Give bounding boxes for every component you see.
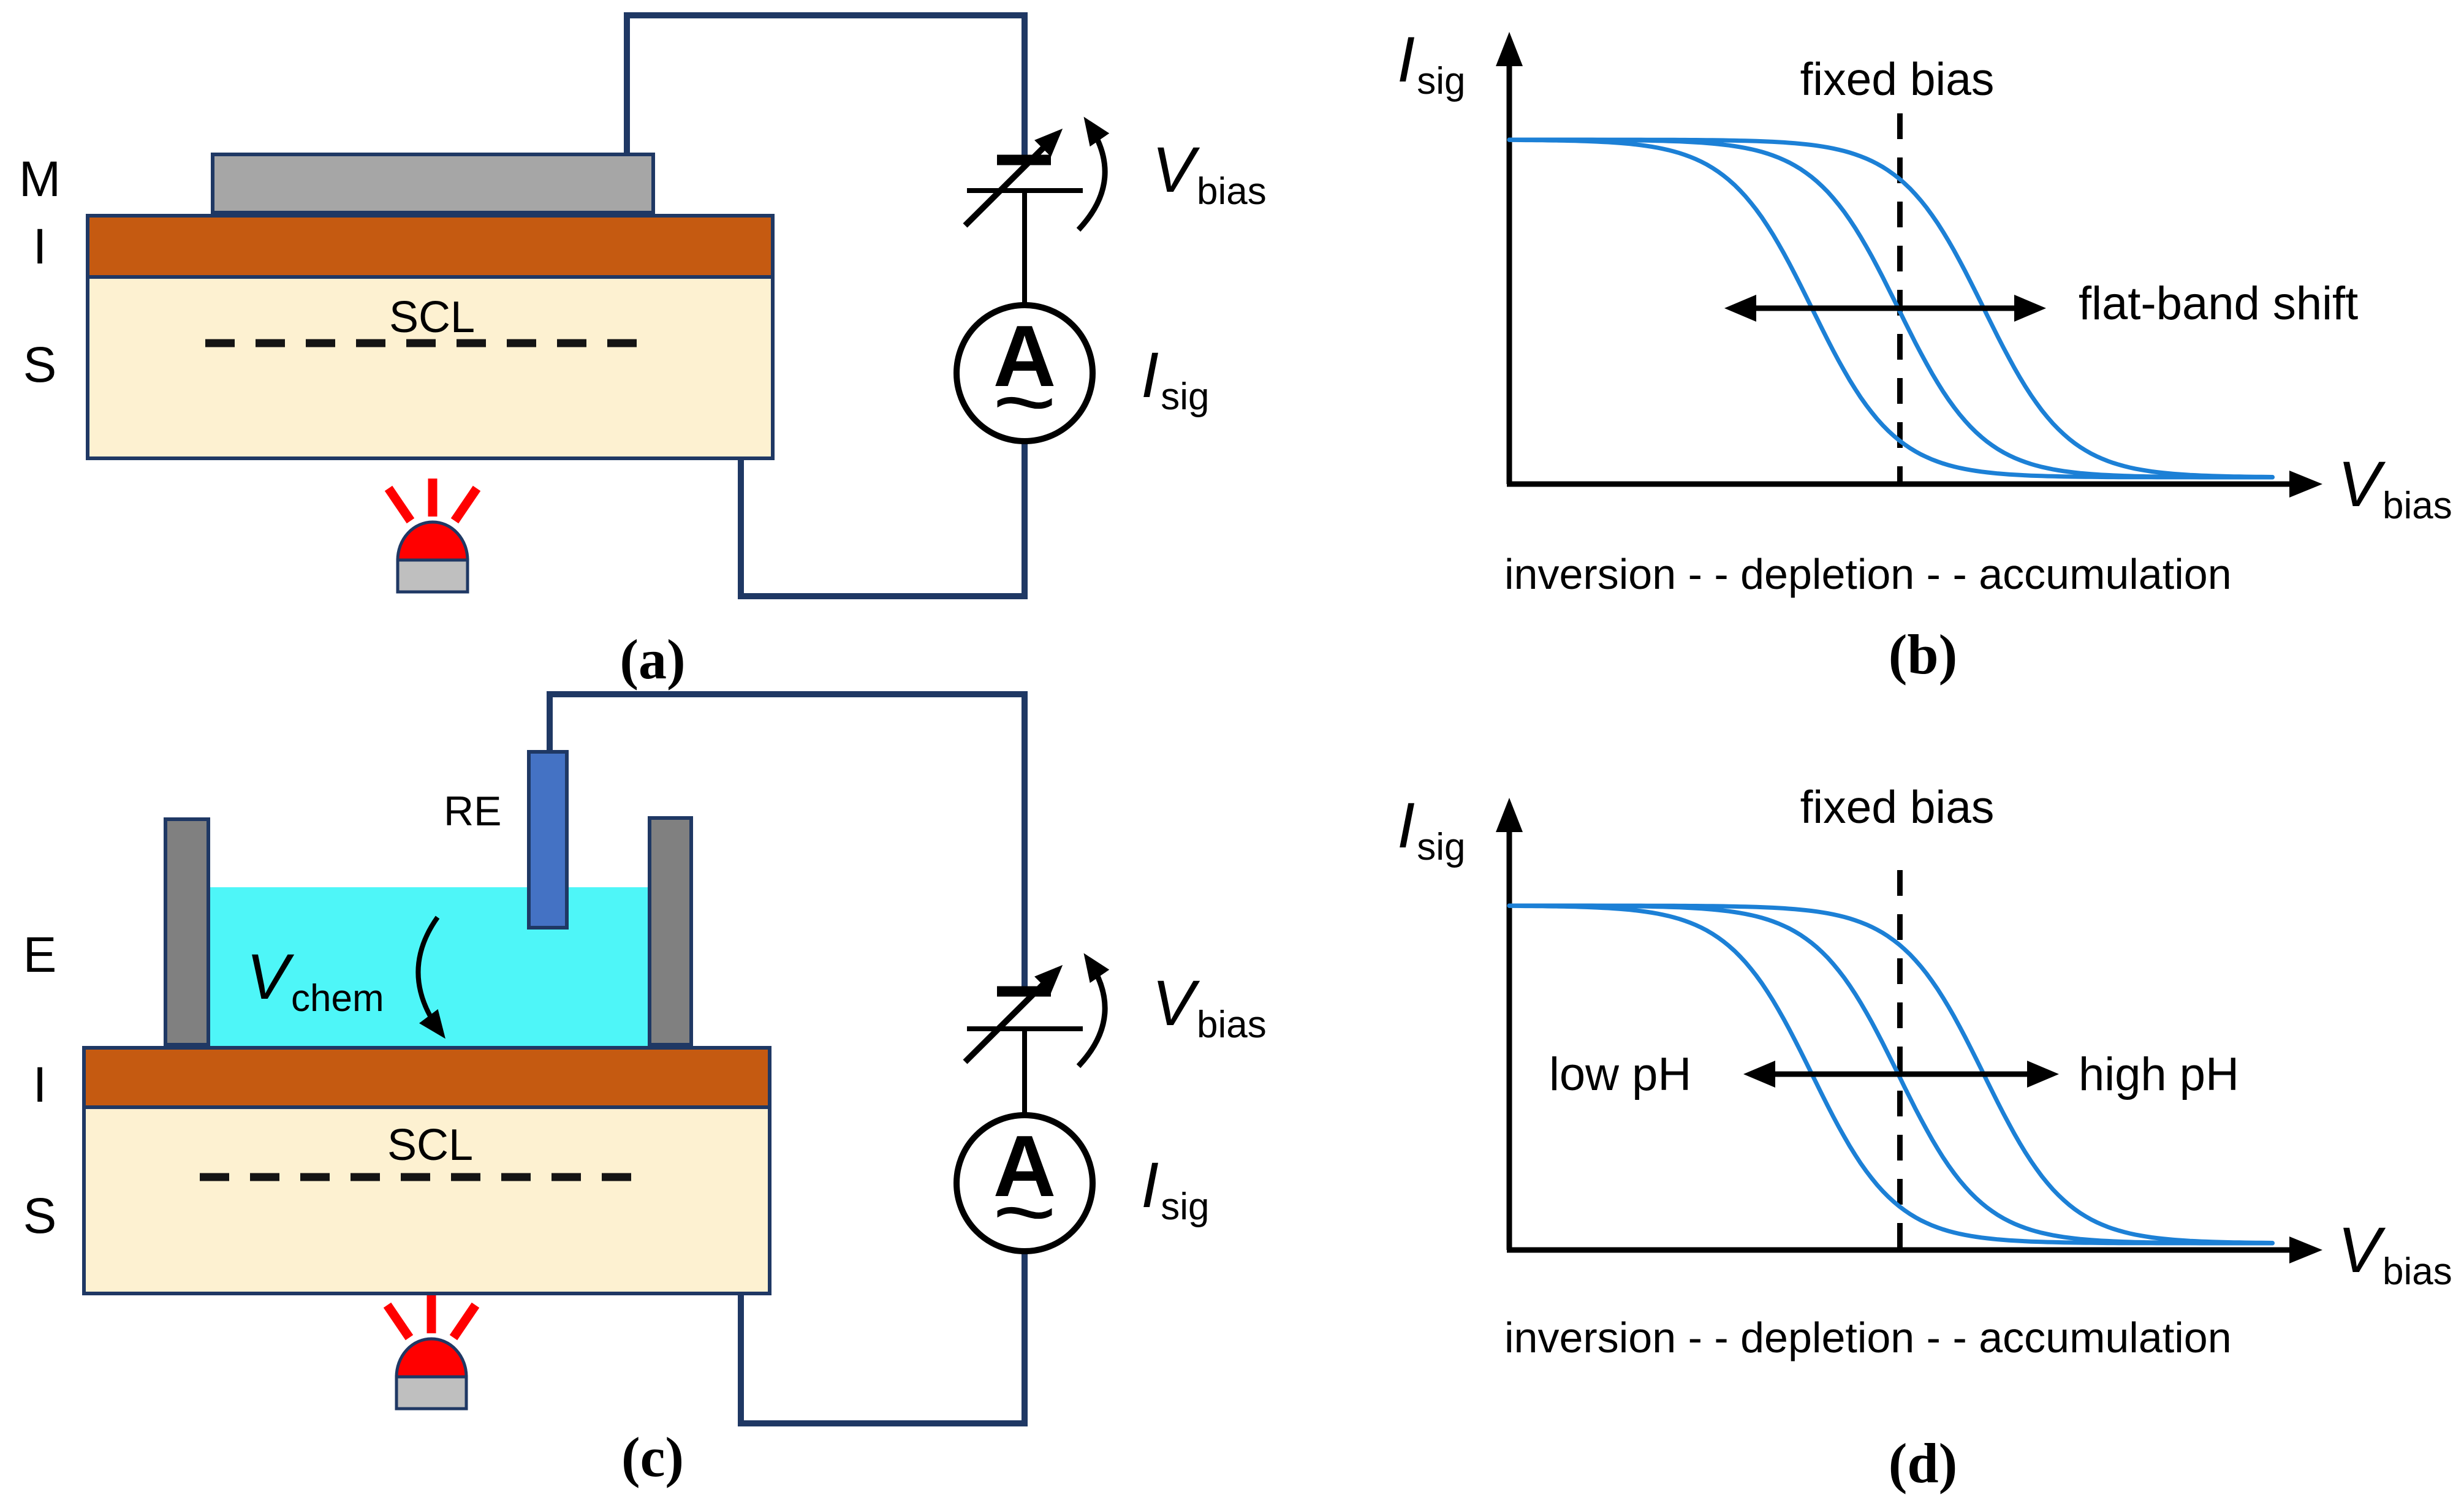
- isig-sub-c: sig: [1161, 1185, 1210, 1228]
- led-ray-left-a: [384, 485, 415, 524]
- isig-axis-label-b: Isig: [1397, 28, 1465, 100]
- isig-axis-symbol-d: I: [1397, 790, 1416, 862]
- low-ph-label: low pH: [1549, 1048, 1692, 1100]
- sigmoid-curve-high-flat-band: [1507, 137, 2275, 479]
- ph-arrowhead-left-d: [1743, 1061, 1775, 1088]
- label-semiconductor-c: S: [23, 1188, 57, 1244]
- isig-axis-sub-b: sig: [1417, 59, 1466, 102]
- label-metal: M: [18, 151, 61, 207]
- label-insulator-c: I: [32, 1057, 47, 1113]
- vchem-symbol: V: [246, 941, 290, 1013]
- vbias-sweep-arrow-c: [1076, 953, 1110, 1069]
- fixed-bias-label-d: fixed bias: [1800, 781, 1995, 833]
- isig-axis-sub-d: sig: [1417, 825, 1466, 868]
- vbias-label-a: Vbias: [1152, 138, 1267, 210]
- re-label: RE: [444, 788, 502, 835]
- metal-electrode-layer: [211, 153, 655, 214]
- isig-axis-label-d: Isig: [1397, 793, 1465, 866]
- ammeter-letter-a: A: [993, 308, 1056, 405]
- led-dome-icon-a: [396, 520, 469, 562]
- isig-axis-symbol-b: I: [1397, 24, 1416, 96]
- vbias-axis-symbol-b: V: [2338, 449, 2381, 520]
- vchem-arrow: [415, 915, 445, 1039]
- vbias-sub-a: bias: [1197, 170, 1267, 213]
- reference-electrode: [527, 750, 569, 930]
- y-axis-arrowhead-d: [1496, 798, 1523, 832]
- scl-label-a: SCL: [389, 293, 476, 342]
- isig-label-c: Isig: [1141, 1153, 1209, 1225]
- ac-wave-icon-c: ~: [992, 1158, 1057, 1266]
- label-electrolyte: E: [23, 927, 57, 983]
- led-ray-left-c: [383, 1302, 414, 1341]
- caption-c: (c): [621, 1426, 684, 1488]
- caption-b: (b): [1888, 623, 1958, 686]
- isig-label-a: Isig: [1141, 343, 1209, 415]
- ph-arrowhead-right-d: [2027, 1061, 2059, 1088]
- ac-wave-icon-a: ~: [992, 348, 1057, 456]
- regime-zones-label-d: inversion - - depletion - - accumulation: [1504, 1314, 2232, 1361]
- vbias-axis-symbol-d: V: [2338, 1214, 2381, 1286]
- graph-flat-band-shift: [1496, 32, 2322, 498]
- iv-curves-d: [1507, 903, 2275, 1246]
- vbias-axis-sub-b: bias: [2382, 484, 2452, 527]
- container-wall-right: [648, 816, 693, 1047]
- sigmoid-curve-high-pH: [1507, 903, 2275, 1245]
- wire-bottom-c: [738, 1252, 1028, 1426]
- led-base-c: [395, 1375, 468, 1411]
- isig-symbol-a: I: [1141, 339, 1159, 411]
- label-insulator-a: I: [32, 219, 47, 275]
- vbias-sweep-arrow-a: [1076, 116, 1110, 232]
- x-axis-arrowhead-d: [2289, 1236, 2322, 1263]
- shift-arrowhead-right-b: [2014, 295, 2046, 322]
- insulator-layer-c: [82, 1046, 771, 1109]
- wire-top-c: [547, 691, 1028, 987]
- graph-ph-shift: [1496, 798, 2322, 1263]
- led-ray-right-a: [450, 485, 481, 524]
- led-ray-right-c: [449, 1302, 480, 1341]
- led-dome-icon-c: [395, 1337, 468, 1379]
- ammeter-letter-c: A: [993, 1118, 1056, 1215]
- y-axis-arrowhead-b: [1496, 32, 1523, 66]
- semiconductor-layer-c: [82, 1105, 771, 1295]
- label-semiconductor-a: S: [23, 337, 57, 393]
- isig-sub-a: sig: [1161, 375, 1210, 418]
- battery-adjust-arrow-a: [963, 128, 1063, 228]
- vbias-axis-sub-d: bias: [2382, 1250, 2452, 1293]
- vbias-label-c: Vbias: [1152, 968, 1267, 1043]
- wire-bottom-a: [738, 442, 1028, 599]
- led-base-a: [396, 558, 469, 594]
- vchem-label: Vchem: [246, 945, 384, 1017]
- caption-d: (d): [1888, 1432, 1958, 1494]
- battery-adjust-arrow-c: [963, 964, 1063, 1064]
- iv-curves-b: [1507, 137, 2275, 480]
- vchem-sub: chem: [291, 977, 384, 1020]
- scl-label-c: SCL: [387, 1121, 474, 1170]
- vbias-axis-label-b: Vbias: [2338, 449, 2452, 524]
- high-ph-label: high pH: [2079, 1048, 2239, 1100]
- caption-a: (a): [620, 628, 686, 691]
- vbias-symbol-c: V: [1152, 968, 1196, 1039]
- vbias-sub-c: bias: [1197, 1003, 1267, 1046]
- vbias-axis-label-d: Vbias: [2338, 1218, 2452, 1290]
- insulator-layer-a: [86, 214, 775, 279]
- vbias-symbol-a: V: [1152, 134, 1196, 206]
- ac-ammeter-icon-a: A ~: [953, 302, 1096, 456]
- semiconductor-layer-a: [86, 275, 775, 460]
- ac-ammeter-icon-c: A ~: [953, 1112, 1096, 1266]
- container-wall-left: [164, 817, 210, 1047]
- isig-symbol-c: I: [1141, 1149, 1159, 1221]
- flat-band-shift-label: flat-band shift: [2079, 278, 2359, 330]
- x-axis-arrowhead-b: [2289, 471, 2322, 498]
- shift-arrowhead-left-b: [1724, 295, 1756, 322]
- fixed-bias-label-b: fixed bias: [1800, 53, 1995, 105]
- wire-top-a: [624, 12, 1028, 156]
- regime-zones-label-b: inversion - - depletion - - accumulation: [1504, 550, 2232, 598]
